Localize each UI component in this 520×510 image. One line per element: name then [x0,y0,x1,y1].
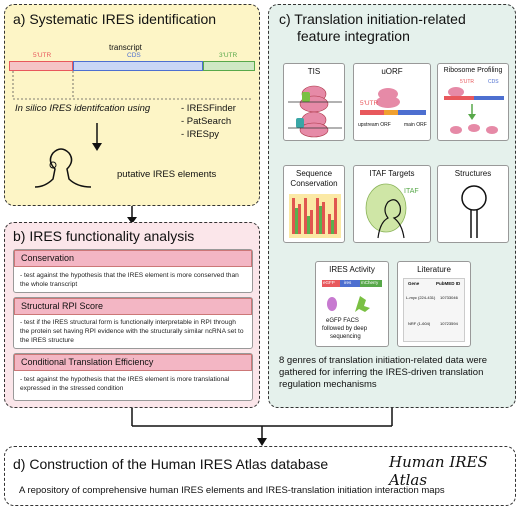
cds-segment [73,61,203,71]
lit-row-1-pmid: 10733046 [440,295,458,300]
section-heading: Conservation [14,250,252,267]
alignment-icon [289,194,341,238]
ribo-profiling-icon [444,87,504,134]
card-title: Literature [417,265,451,274]
card-tis: TIS [283,63,345,141]
card-title: TIS [307,67,321,76]
panel-c-title-2: feature integration [297,28,410,44]
panel-a: a) Systematic IRES identification transc… [4,4,260,206]
panel-d-description: A repository of comprehensive human IRES… [19,485,445,496]
cds-label: CDS [127,52,141,59]
section-text: - test if the IRES structural form is fu… [20,319,244,344]
arrow-a-to-b [127,206,137,224]
card-ires-activity: IRES Activity eGFP ires mCherry eGFP FAC… [315,261,389,347]
section-conditional-te: Conditional Translation Efficiency - tes… [13,353,253,401]
card-ribo-profiling: Ribosome Profiling 5'UTR CDS [437,63,509,141]
section-text: - test against the hypothesis that the I… [20,376,230,392]
section-structural-rpi: Structural RPI Score - test if the IRES … [13,297,253,349]
activity-ires-label: ires [344,280,352,285]
lit-header-pmid: PubMED ID [436,281,461,286]
ribosome-icon [288,85,342,138]
human-ires-atlas-logo: Human IRES Atlas [389,453,488,489]
tool-patsearch: - PatSearch [181,116,232,127]
method-text: In silico IRES identifcation using [15,103,151,114]
utr5-segment [9,61,73,71]
arrow-to-d [131,408,393,446]
panel-d-title: d) Construction of the Human IRES Atlas … [13,456,329,472]
card-structures: Structures [437,165,509,243]
tool-iresfinder: - IRESFinder [181,103,236,114]
uorf-icon [360,88,426,115]
activity-facs-2: followed by deep [322,326,368,332]
card-title: Structures [454,169,492,178]
lit-row-2-gene: NRF (1-604) [408,321,431,326]
panel-c: c) Translation initiation-related featur… [268,4,516,408]
card-uorf: uORF 5'UTR upstream ORF main ORF [353,63,431,141]
panel-b-title: b) IRES functionality analysis [13,228,195,244]
section-heading: Conditional Translation Efficiency [14,354,252,371]
uorf-utr5-label: 5'UTR [360,100,379,107]
panel-c-summary: 8 genres of translation initiation-relat… [279,355,488,390]
card-title: ITAF Targets [369,169,415,178]
structure-icon [461,185,487,238]
card-title-2: Conservation [290,179,338,188]
activity-facs-3: sequencing [330,334,361,340]
lit-header-gene: Gene [408,281,420,286]
ires-stemloop-icon [34,148,92,188]
card-title: Sequence [295,169,333,178]
itaf-icon [365,183,407,239]
card-seq-conservation: Sequence Conservation [283,165,345,243]
uorf-upstream-label: upstream ORF [358,122,391,128]
lit-row-2-pmid: 10723594 [440,321,458,326]
utr3-segment [203,61,255,71]
transcript-projection [12,71,253,100]
card-title: uORF [381,67,403,76]
down-arrow-icon [92,123,102,151]
activity-facs-1: eGFP FACS [326,318,359,324]
utr5-label: 5'UTR [33,52,52,59]
activity-mcherry-label: mCherry [361,280,379,285]
panel-d: d) Construction of the Human IRES Atlas … [4,446,516,506]
putative-ires-label: putative IRES elements [117,169,217,180]
transcript-bar [9,61,255,71]
tool-irespy: - IRESpy [181,129,220,140]
panel-a-title: a) Systematic IRES identification [13,11,217,27]
ribo-cds-label: CDS [488,79,499,85]
lit-row-1-gene: L-myc (224-431) [406,295,436,300]
lit-table: Gene PubMED ID L-myc (224-431) 10733046 … [403,278,465,342]
utr3-label: 3'UTR [219,52,238,59]
uorf-main-label: main ORF [404,122,427,128]
card-itaf-targets: ITAF Targets ITAF [353,165,431,243]
ribo-utr5-label: 5'UTR [460,79,475,85]
card-title: Ribosome Profiling [443,67,503,74]
transcript-label: transcript [109,43,142,52]
card-title: IRES Activity [329,265,375,274]
section-text: - test against the hypothesis that the I… [20,272,239,288]
section-conservation: Conservation - test against the hypothes… [13,249,253,293]
itaf-label: ITAF [404,188,419,195]
section-heading: Structural RPI Score [14,298,252,315]
card-literature: Literature Gene PubMED ID L-myc (224-431… [397,261,471,347]
panel-b: b) IRES functionality analysis Conservat… [4,222,260,408]
panel-c-title-1: c) Translation initiation-related [279,11,466,27]
activity-egfp-label: eGFP [323,280,335,285]
reporter-construct-icon [322,280,382,312]
